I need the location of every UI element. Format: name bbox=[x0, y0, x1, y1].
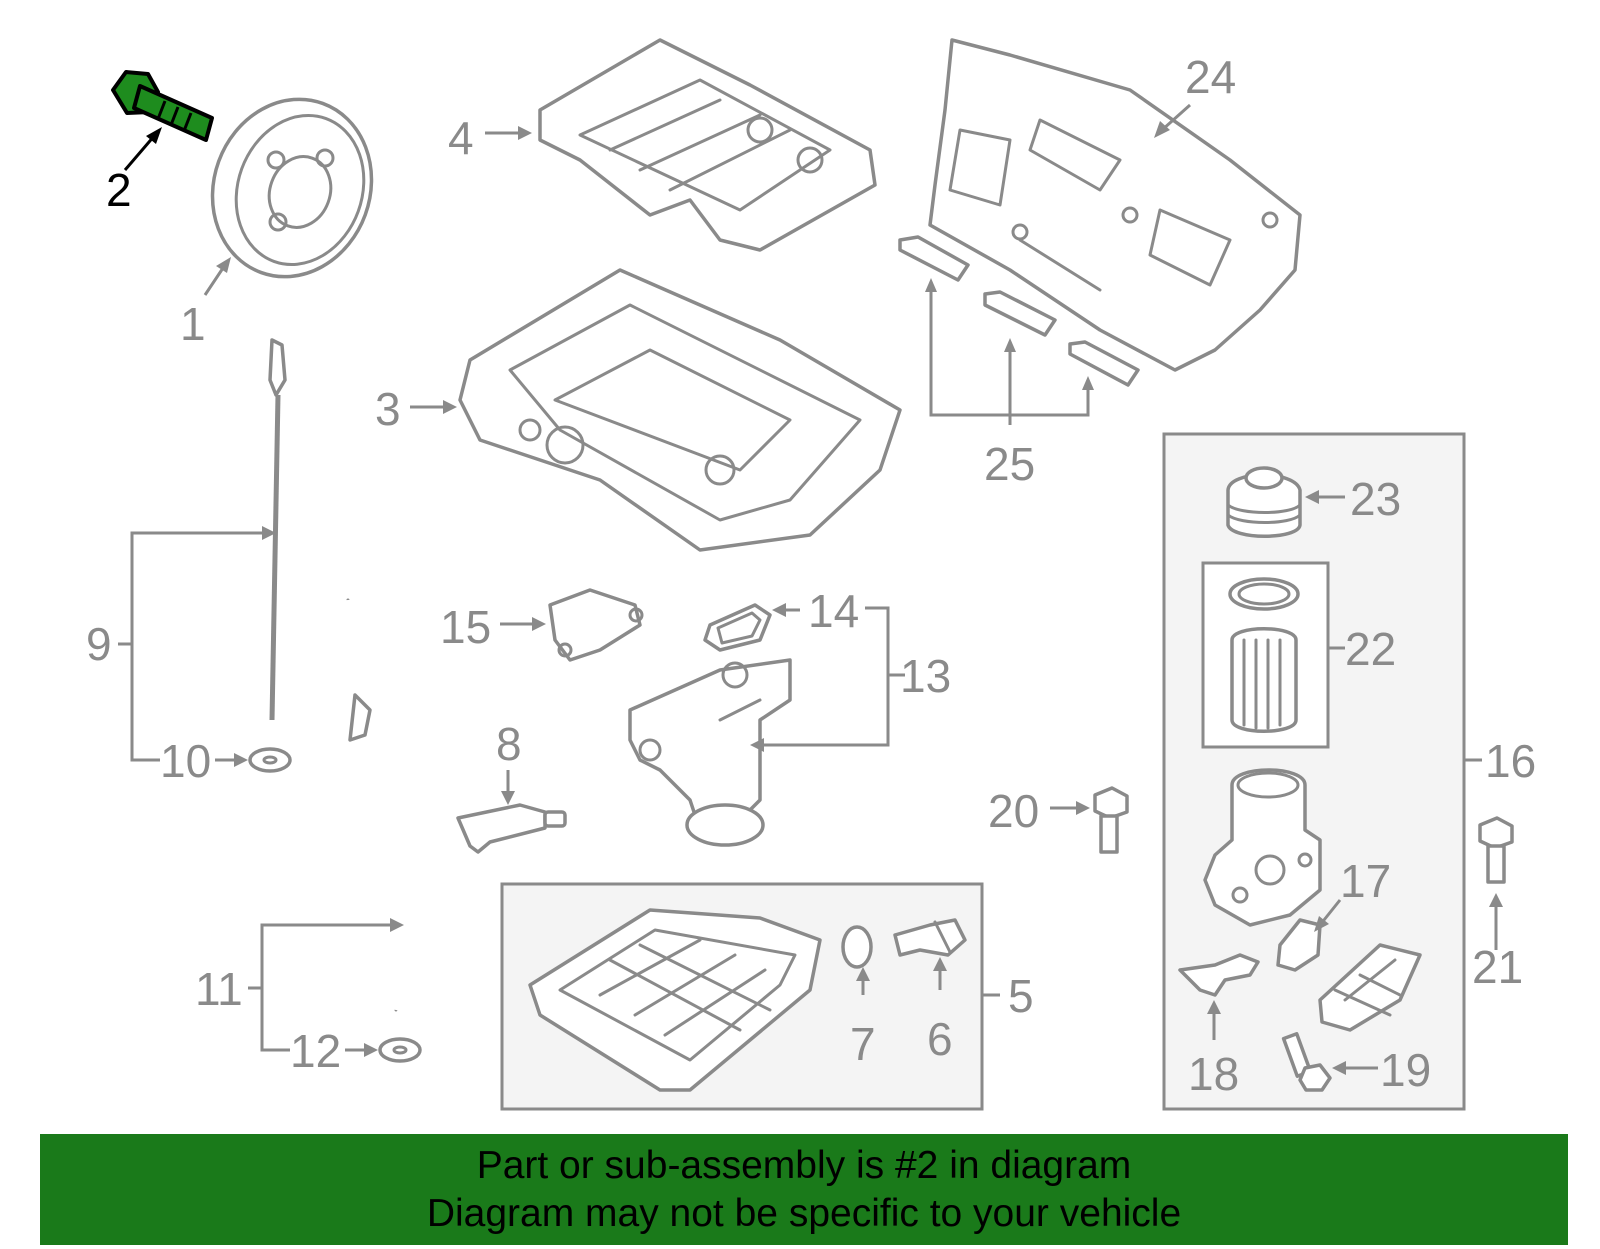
svg-text:23: 23 bbox=[1350, 473, 1401, 525]
part-18-bracket[interactable] bbox=[1178, 953, 1260, 997]
svg-text:6: 6 bbox=[927, 1013, 953, 1065]
svg-text:3: 3 bbox=[375, 383, 401, 435]
svg-text:9: 9 bbox=[86, 618, 112, 670]
part-21-bolt[interactable] bbox=[1478, 816, 1514, 884]
callout-23[interactable]: 23 bbox=[1305, 473, 1401, 525]
svg-text:10: 10 bbox=[160, 735, 211, 787]
part-17-gasket[interactable] bbox=[1276, 918, 1322, 972]
callout-24[interactable]: 24 bbox=[1154, 51, 1236, 138]
callout-18[interactable]: 18 bbox=[1188, 1000, 1239, 1100]
part-24-cover[interactable] bbox=[928, 38, 1302, 372]
callout-3[interactable]: 3 bbox=[375, 383, 457, 435]
callout-9[interactable]: 9 bbox=[86, 526, 276, 762]
part-15-bracket[interactable] bbox=[548, 588, 644, 662]
callout-19[interactable]: 19 bbox=[1332, 1044, 1431, 1096]
svg-text:13: 13 bbox=[900, 650, 951, 702]
callout-5[interactable]: 5 bbox=[982, 970, 1034, 1022]
part-2-bolt[interactable] bbox=[111, 70, 214, 142]
svg-text:20: 20 bbox=[988, 785, 1039, 837]
part-14-gasket[interactable] bbox=[703, 603, 772, 652]
part-7-o-ring[interactable] bbox=[841, 925, 873, 969]
part-9-dipstick[interactable] bbox=[268, 338, 287, 721]
part-1-pulley[interactable] bbox=[188, 77, 396, 299]
banner-line-disclaimer: Diagram may not be specific to your vehi… bbox=[426, 1191, 1182, 1235]
callout-13[interactable]: 13 bbox=[750, 606, 951, 752]
svg-text:5: 5 bbox=[1008, 970, 1034, 1022]
callout-21[interactable]: 21 bbox=[1472, 893, 1523, 993]
svg-text:19: 19 bbox=[1380, 1044, 1431, 1096]
part-4-baffle[interactable] bbox=[538, 38, 877, 252]
callout-6[interactable]: 6 bbox=[927, 957, 953, 1065]
part-12-washer[interactable] bbox=[378, 1037, 422, 1063]
callout-1[interactable]: 1 bbox=[180, 257, 231, 350]
svg-text:1: 1 bbox=[180, 298, 206, 350]
part-22-filter-element[interactable] bbox=[1228, 577, 1300, 733]
svg-text:7: 7 bbox=[850, 1018, 876, 1070]
part-8-strainer[interactable] bbox=[456, 803, 567, 854]
svg-text:18: 18 bbox=[1188, 1048, 1239, 1100]
callout-10[interactable]: 10 bbox=[160, 735, 248, 787]
callout-14[interactable]: 14 bbox=[772, 585, 859, 637]
svg-text:12: 12 bbox=[290, 1025, 341, 1077]
svg-text:25: 25 bbox=[984, 438, 1035, 490]
svg-text:15: 15 bbox=[440, 601, 491, 653]
callout-15[interactable]: 15 bbox=[440, 601, 546, 653]
oil-cooler-plate[interactable] bbox=[1318, 943, 1422, 1032]
svg-text:8: 8 bbox=[496, 718, 522, 770]
part-10-washer[interactable] bbox=[248, 747, 292, 773]
callout-25[interactable]: 25 bbox=[925, 278, 1094, 490]
callout-20[interactable]: 20 bbox=[988, 785, 1090, 837]
callout-11[interactable]: 11 bbox=[195, 918, 404, 1052]
svg-text:24: 24 bbox=[1185, 51, 1236, 103]
callout-22[interactable]: 22 bbox=[1328, 623, 1396, 675]
callout-7[interactable]: 7 bbox=[850, 967, 876, 1070]
svg-text:4: 4 bbox=[448, 112, 474, 164]
svg-text:11: 11 bbox=[195, 963, 243, 1015]
svg-text:22: 22 bbox=[1345, 623, 1396, 675]
part-20-bolt[interactable] bbox=[1093, 786, 1129, 854]
svg-text:17: 17 bbox=[1340, 855, 1391, 907]
svg-text:16: 16 bbox=[1485, 735, 1536, 787]
callout-2[interactable]: 2 bbox=[106, 127, 162, 216]
part-6-drain-plug[interactable] bbox=[893, 918, 967, 957]
part-25-gaskets[interactable] bbox=[898, 235, 1140, 387]
callout-4[interactable]: 4 bbox=[448, 112, 532, 164]
group-box-16 bbox=[1162, 432, 1466, 1111]
part-3-oil-pan-upper[interactable] bbox=[458, 268, 902, 552]
callout-8[interactable]: 8 bbox=[496, 718, 522, 805]
part-11-dipstick-tube[interactable] bbox=[321, 598, 415, 1012]
svg-text:21: 21 bbox=[1472, 941, 1523, 993]
part-13-oil-pump[interactable] bbox=[628, 658, 792, 847]
part-23-filter-cap[interactable] bbox=[1226, 466, 1302, 538]
svg-text:2: 2 bbox=[106, 164, 132, 216]
part-16-filter-housing[interactable] bbox=[1203, 768, 1322, 927]
part-19-bolt[interactable] bbox=[1281, 1032, 1332, 1092]
callout-16[interactable]: 16 bbox=[1464, 735, 1536, 787]
banner-line-part: Part or sub-assembly is #2 in diagram bbox=[476, 1143, 1132, 1187]
svg-text:14: 14 bbox=[808, 585, 859, 637]
callout-12[interactable]: 12 bbox=[290, 1025, 378, 1077]
info-banner: Part or sub-assembly is #2 in diagram Di… bbox=[40, 1134, 1568, 1245]
callout-17[interactable]: 17 bbox=[1314, 855, 1391, 932]
part-5-oil-pan-lower[interactable] bbox=[528, 908, 822, 1092]
